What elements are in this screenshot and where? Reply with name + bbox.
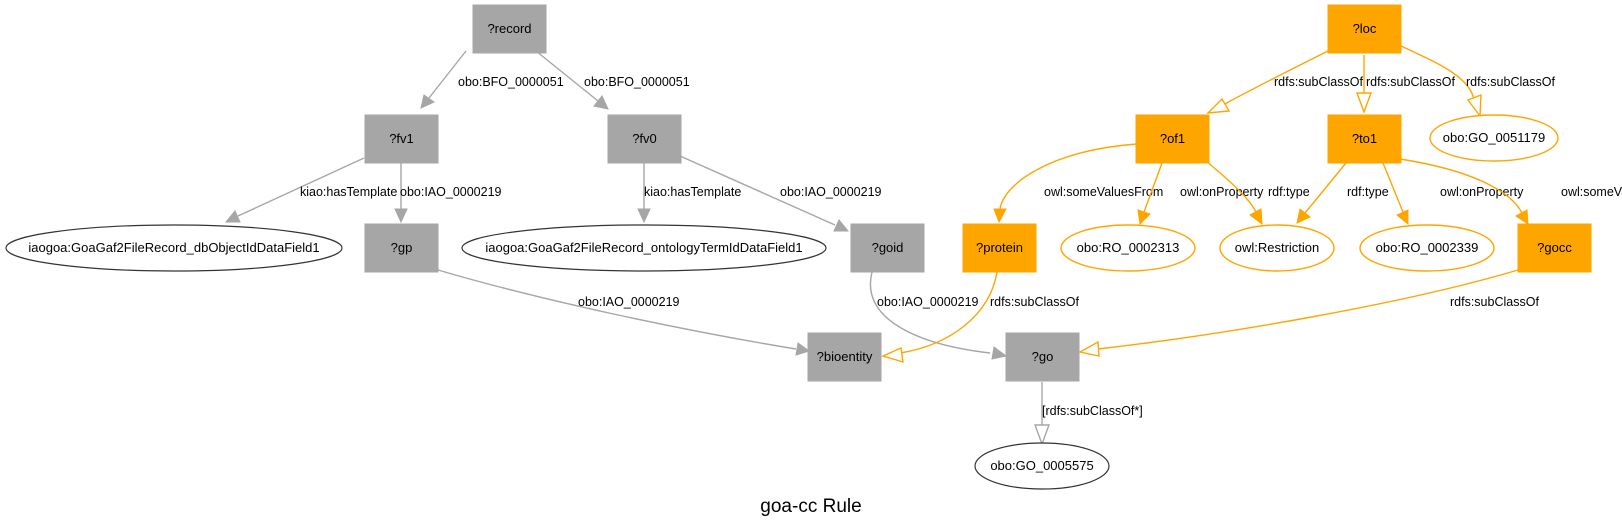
- edge-label-fv1-gp: obo:IAO_0000219: [400, 185, 502, 199]
- node-go51179[interactable]: obo:GO_0051179: [1429, 114, 1559, 162]
- edge-loc-go51179: rdfs:subClassOf: [1398, 44, 1555, 118]
- node-label-gocc: ?gocc: [1537, 240, 1572, 255]
- edge-fv0-ontterm: kiao:hasTemplate: [637, 163, 741, 224]
- node-label-to1: ?to1: [1352, 131, 1377, 146]
- edge-label-loc-of1: rdfs:subClassOf: [1274, 75, 1363, 89]
- edge-to1-gocc: owl:someValuesFrom: [1399, 158, 1622, 225]
- edge-record-fv1: obo:BFO_0000051: [420, 50, 564, 109]
- node-ro2313[interactable]: obo:RO_0002313: [1060, 224, 1196, 272]
- node-protein[interactable]: ?protein: [962, 223, 1037, 273]
- node-label-bioentity: ?bioentity: [817, 349, 873, 364]
- node-record[interactable]: ?record: [472, 4, 547, 54]
- edge-label-record-fv1: obo:BFO_0000051: [458, 75, 564, 89]
- node-label-ro2313: obo:RO_0002313: [1077, 240, 1180, 255]
- edge-label-gocc-go: rdfs:subClassOf: [1450, 295, 1539, 309]
- node-fv1[interactable]: ?fv1: [364, 114, 439, 164]
- edge-fv1-gp: obo:IAO_0000219: [394, 163, 502, 224]
- edge-record-fv0: obo:BFO_0000051: [535, 50, 690, 110]
- node-ro2339[interactable]: obo:RO_0002339: [1359, 224, 1495, 272]
- diagram-title: goa-cc Rule: [760, 496, 861, 517]
- edge-label-to1-restriction: rdf:type: [1347, 185, 1389, 199]
- node-gocc[interactable]: ?gocc: [1517, 223, 1592, 273]
- edge-go-go5575: [rdfs:subClassOf*]: [1033, 382, 1143, 447]
- node-label-goid: ?goid: [872, 240, 904, 255]
- node-to1[interactable]: ?to1: [1327, 114, 1402, 164]
- node-restriction[interactable]: owl:Restriction: [1219, 224, 1335, 272]
- node-label-of1: ?of1: [1160, 131, 1185, 146]
- edge-label-of1-ro2313: owl:onProperty: [1180, 185, 1264, 199]
- edge-fv1-dbobj: kiao:hasTemplate: [224, 157, 397, 223]
- edge-label-record-fv0: obo:BFO_0000051: [584, 75, 690, 89]
- edge-loc-of1: rdfs:subClassOf: [1206, 50, 1363, 114]
- edge-label-to1-gocc: owl:someValuesFrom: [1561, 185, 1622, 199]
- node-goid[interactable]: ?goid: [850, 223, 925, 273]
- node-dbobj[interactable]: iaogoa:GoaGaf2FileRecord_dbObjectIdDataF…: [5, 224, 343, 272]
- node-label-ro2339: obo:RO_0002339: [1376, 240, 1479, 255]
- node-label-protein: ?protein: [976, 240, 1023, 255]
- node-go5575[interactable]: obo:GO_0005575: [974, 442, 1110, 490]
- node-ontterm[interactable]: iaogoa:GoaGaf2FileRecord_ontologyTermIdD…: [461, 224, 827, 272]
- edge-fv0-goid: obo:IAO_0000219: [679, 155, 882, 232]
- edge-label-loc-go51179: rdfs:subClassOf: [1466, 75, 1555, 89]
- edge-of1-protein: owl:someValuesFrom: [993, 143, 1163, 224]
- edge-of1-restriction: rdf:type: [1205, 160, 1310, 226]
- edge-label-gp-bioentity: obo:IAO_0000219: [578, 295, 680, 309]
- edge-gocc-go: rdfs:subClassOf: [1078, 269, 1539, 357]
- node-label-go51179: obo:GO_0051179: [1443, 130, 1545, 145]
- node-loc[interactable]: ?loc: [1327, 4, 1402, 54]
- node-fv0[interactable]: ?fv0: [607, 114, 682, 164]
- edge-label-of1-protein: owl:someValuesFrom: [1044, 185, 1163, 199]
- edge-label-fv0-goid: obo:IAO_0000219: [780, 185, 882, 199]
- edge-label-loc-to1: rdfs:subClassOf: [1366, 75, 1455, 89]
- node-label-fv1: ?fv1: [389, 131, 414, 146]
- node-label-dbobj: iaogoa:GoaGaf2FileRecord_dbObjectIdDataF…: [28, 240, 319, 255]
- node-label-fv0: ?fv0: [632, 131, 657, 146]
- edge-protein-bioentity: rdfs:subClassOf: [880, 271, 1079, 363]
- node-label-go: ?go: [1032, 349, 1054, 364]
- node-label-record: ?record: [487, 21, 531, 36]
- node-go[interactable]: ?go: [1005, 332, 1080, 382]
- node-of1[interactable]: ?of1: [1135, 114, 1210, 164]
- node-label-loc: ?loc: [1353, 21, 1377, 36]
- edge-loc-to1: rdfs:subClassOf: [1355, 55, 1455, 115]
- edge-goid-go: obo:IAO_0000219: [869, 271, 1008, 360]
- edge-label-go-go5575: [rdfs:subClassOf*]: [1042, 404, 1143, 418]
- node-bioentity[interactable]: ?bioentity: [807, 332, 882, 382]
- node-gp[interactable]: ?gp: [364, 223, 439, 273]
- node-label-gp: ?gp: [391, 240, 413, 255]
- edge-label-of1-restriction: rdf:type: [1268, 185, 1310, 199]
- node-label-go5575: obo:GO_0005575: [990, 458, 1093, 473]
- edge-label-fv0-ontterm: kiao:hasTemplate: [644, 185, 741, 199]
- node-label-restriction: owl:Restriction: [1235, 240, 1320, 255]
- edge-label-fv1-dbobj: kiao:hasTemplate: [300, 185, 397, 199]
- edge-to1-restriction: rdf:type: [1296, 162, 1389, 224]
- edge-gp-bioentity: obo:IAO_0000219: [437, 269, 811, 356]
- edge-label-protein-bioentity: rdfs:subClassOf: [990, 295, 1079, 309]
- edge-label-goid-go: obo:IAO_0000219: [877, 295, 979, 309]
- edge-to1-ro2339: owl:onProperty: [1382, 162, 1524, 226]
- node-label-ontterm: iaogoa:GoaGaf2FileRecord_ontologyTermIdD…: [485, 240, 802, 255]
- edge-label-to1-ro2339: owl:onProperty: [1440, 185, 1524, 199]
